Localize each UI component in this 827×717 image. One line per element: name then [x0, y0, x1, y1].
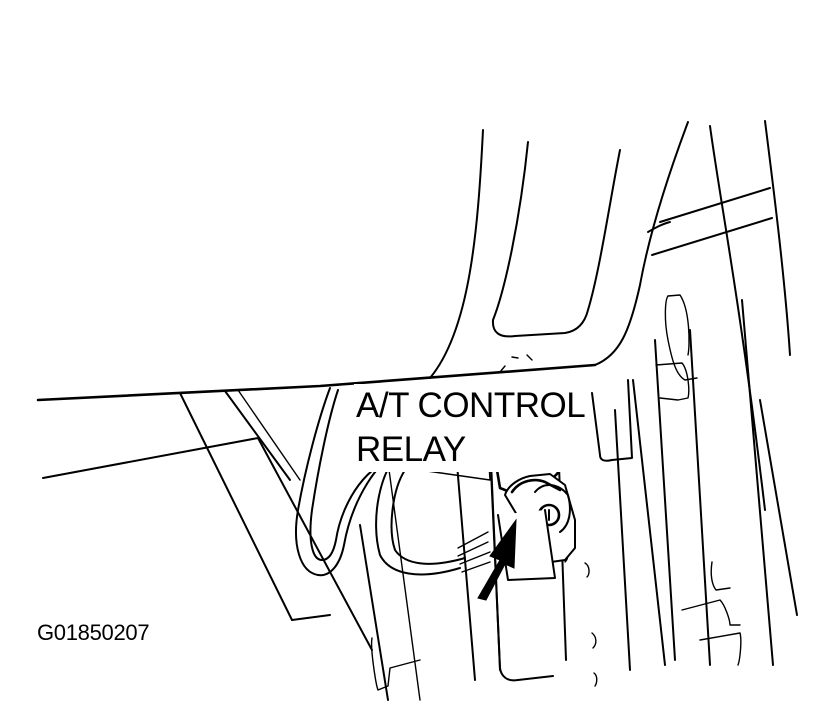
trim-line-6 [614, 409, 631, 671]
slot-upper-inner [667, 294, 690, 356]
callout-line-1: A/T CONTROL [356, 386, 586, 425]
upper-brace-top [659, 187, 771, 223]
pillar-right-edge [594, 121, 689, 366]
relay-right-trim [591, 379, 633, 462]
trim-line-1 [359, 524, 389, 701]
pillar-right-ridge [709, 125, 766, 511]
wire-harness-lower-inner [390, 469, 466, 565]
dash-edge-line [36, 363, 597, 402]
wire-harness-lower [375, 451, 461, 576]
right-bracket [681, 599, 741, 626]
upper-brace-bottom [651, 217, 773, 256]
trim-line-11 [759, 399, 798, 616]
trim-line-7 [632, 379, 666, 666]
arc-mark-3 [593, 672, 598, 687]
trim-line-3 [454, 439, 476, 681]
lower-panel [42, 437, 373, 651]
wire-harness-inner [309, 389, 399, 561]
trim-line-2 [384, 439, 421, 701]
callout-line-2: RELAY [356, 430, 466, 469]
lower-clip [370, 637, 421, 691]
slot-upper [664, 295, 698, 381]
right-small-tab [710, 561, 731, 591]
lower-recess [489, 447, 554, 682]
trim-line-10 [741, 299, 774, 666]
right-bracket2 [699, 632, 742, 666]
pointer-arrow [477, 518, 517, 601]
arc-mark-2 [591, 632, 597, 649]
pillar-left-edge [429, 129, 484, 379]
relay-connector-tab [510, 478, 562, 494]
trim-line-9 [689, 329, 711, 666]
pillar-far-right [764, 120, 791, 356]
kick-panel-inner2 [237, 389, 301, 481]
figure-id: G01850207 [37, 620, 150, 645]
kick-panel-inner [224, 390, 291, 481]
trim-line-8 [654, 339, 676, 661]
kick-panel-bottom [291, 614, 331, 621]
callout-label: A/T CONTROL RELAY [354, 384, 588, 472]
pillar-inner-left [491, 141, 621, 338]
relay-mount-tab [534, 484, 571, 533]
slot-tab [655, 362, 690, 401]
kick-panel-left [179, 392, 293, 621]
arc-mark-1 [584, 562, 590, 578]
upper-brace-join [647, 221, 671, 233]
wire-strands [457, 531, 491, 573]
clip-mark [499, 354, 533, 373]
